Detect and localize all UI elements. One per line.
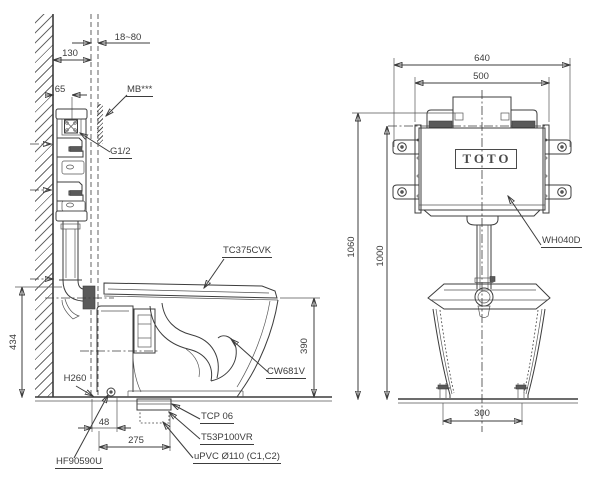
dim-inlet-height: 434 bbox=[8, 334, 19, 350]
front-view-linework bbox=[352, 58, 578, 432]
dim-overall-width: 640 bbox=[474, 53, 490, 64]
dim-panel-thickness: 18~80 bbox=[114, 32, 142, 43]
part-label-seal: T53P100VR bbox=[200, 432, 254, 445]
part-label-bowl: CW681V bbox=[266, 366, 307, 379]
part-label-wall-board: MB*** bbox=[126, 84, 154, 97]
part-label-floor-flange: TCP 06 bbox=[200, 411, 235, 424]
part-label-water-inlet: G1/2 bbox=[109, 146, 132, 159]
dim-tank-height: 1000 bbox=[375, 245, 386, 267]
side-view-linework bbox=[15, 14, 332, 459]
dim-wall-to-panel: 130 bbox=[62, 48, 78, 59]
toto-brand-logo: TOTO bbox=[455, 149, 517, 169]
wall-board-section-hatch bbox=[97, 104, 103, 144]
dim-bolt-spacing: 300 bbox=[474, 408, 490, 419]
dim-tank-width: 500 bbox=[473, 71, 489, 82]
dim-rim-height: 390 bbox=[299, 338, 310, 354]
dim-outlet-mark: H260 bbox=[63, 373, 87, 384]
part-label-seat: TC375CVK bbox=[222, 245, 273, 258]
dim-overall-height: 1060 bbox=[346, 236, 357, 258]
dim-panel-to-bolt: 48 bbox=[98, 417, 110, 428]
dim-panel-to-outlet: 275 bbox=[128, 435, 144, 446]
part-label-drain-pipe: uPVC Ø110 (C1,C2) bbox=[193, 451, 281, 464]
dim-wall-to-inlet: 65 bbox=[54, 84, 66, 95]
part-label-concealed-cistern: WH040D bbox=[541, 235, 582, 248]
wall-hatch bbox=[35, 14, 53, 397]
part-label-fill-hose: HF90590U bbox=[55, 456, 103, 469]
